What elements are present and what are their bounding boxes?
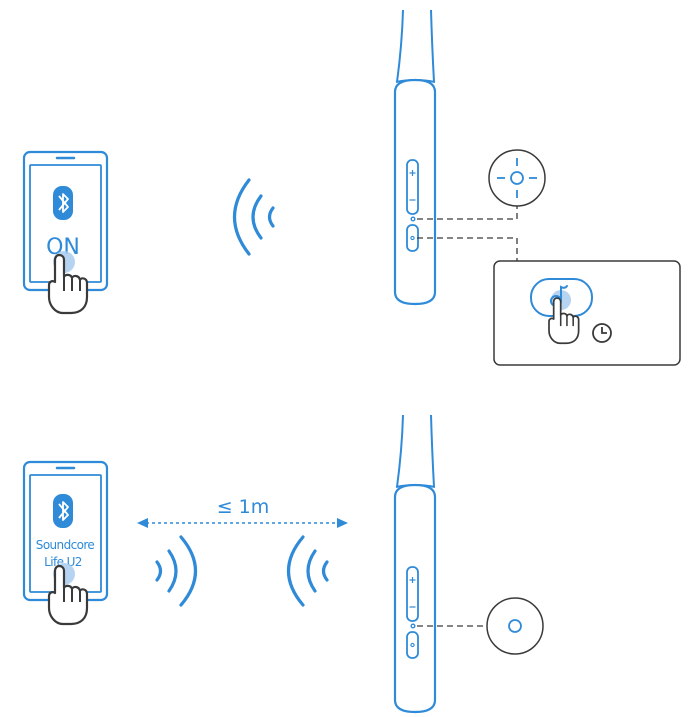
bluetooth-icon — [52, 493, 74, 529]
phone-step2: Soundcore Life U2 — [22, 460, 109, 626]
phone-step1: ON — [22, 150, 109, 315]
neckband-earphone — [393, 9, 437, 306]
crosshair-button-icon — [488, 149, 546, 207]
phone-device-name-line2: Life U2 — [44, 555, 82, 569]
wireless-signal-icon — [286, 535, 329, 607]
distance-label: ≤ 1m — [217, 496, 270, 518]
led-indicator-icon — [486, 597, 544, 655]
press-hold-callout — [493, 260, 681, 366]
clock-icon — [592, 323, 612, 343]
callout-leaders — [417, 205, 518, 261]
volume-rocker — [406, 159, 419, 215]
step2-group: Soundcore Life U2 ≤ 1m — [22, 414, 544, 714]
multifunction-button — [406, 631, 419, 659]
step1-group: ON — [22, 9, 681, 366]
phone-device-name-line1: Soundcore — [36, 538, 95, 552]
distance-arrow: ≤ 1m — [137, 496, 348, 528]
volume-rocker — [406, 566, 419, 622]
wireless-signal-icon — [155, 535, 198, 607]
led-indicator — [410, 216, 416, 222]
bluetooth-icon — [52, 185, 74, 221]
led-indicator — [410, 623, 416, 629]
neckband-earphone — [393, 414, 437, 714]
wireless-signal-icon — [232, 178, 275, 256]
